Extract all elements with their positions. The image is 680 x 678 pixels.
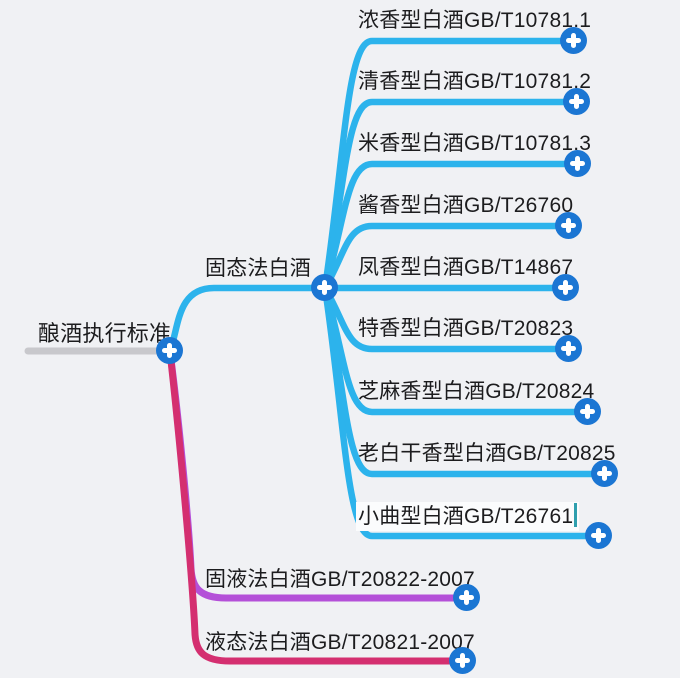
child-connector-9 [321, 284, 603, 540]
plus-icon [156, 337, 183, 364]
add-child-button-mixiang[interactable] [564, 150, 591, 177]
node-texiang[interactable]: 特香型白酒GB/T20823 [358, 317, 574, 340]
add-child-button-gutai[interactable] [311, 274, 338, 301]
add-child-button-root[interactable] [156, 337, 183, 364]
child-connector-3 [321, 160, 582, 292]
add-child-button-jiangxiang[interactable] [555, 212, 582, 239]
plus-icon [555, 335, 582, 362]
node-laobaigan[interactable]: 老白干香型白酒GB/T20825 [358, 442, 616, 465]
plus-icon [311, 274, 338, 301]
node-zhimaxiang[interactable]: 芝麻香型白酒GB/T20824 [358, 380, 595, 403]
plus-icon [563, 88, 590, 115]
node-qingxiang[interactable]: 清香型白酒GB/T10781.2 [358, 70, 592, 93]
plus-icon [574, 398, 601, 425]
plus-icon [585, 522, 612, 549]
node-root[interactable]: 酿酒执行标准 [38, 321, 172, 346]
plus-icon [453, 584, 480, 611]
plus-icon [449, 647, 476, 674]
branch-connector-gutai [166, 284, 329, 355]
node-xiaoqu[interactable]: 小曲型白酒GB/T26761 [356, 502, 580, 531]
text-cursor [574, 503, 578, 527]
node-nongxiang[interactable]: 浓香型白酒GB/T10781.1 [358, 9, 592, 32]
node-mixiang[interactable]: 米香型白酒GB/T10781.3 [358, 132, 592, 155]
add-child-button-guye[interactable] [453, 584, 480, 611]
add-child-button-texiang[interactable] [555, 335, 582, 362]
plus-icon [564, 150, 591, 177]
plus-icon [591, 460, 618, 487]
node-fengxiang[interactable]: 凤香型白酒GB/T14867 [358, 256, 574, 279]
add-child-button-yetai[interactable] [449, 647, 476, 674]
add-child-button-nongxiang[interactable] [560, 27, 587, 54]
plus-icon [555, 212, 582, 239]
add-child-button-zhimaxiang[interactable] [574, 398, 601, 425]
add-child-button-xiaoqu[interactable] [585, 522, 612, 549]
node-yetai-baijiu[interactable]: 液态法白酒GB/T20821-2007 [205, 631, 475, 654]
add-child-button-laobaigan[interactable] [591, 460, 618, 487]
node-xiaoqu-text: 小曲型白酒GB/T26761 [358, 505, 574, 528]
plus-icon [560, 27, 587, 54]
add-child-button-qingxiang[interactable] [563, 88, 590, 115]
node-guye-baijiu[interactable]: 固液法白酒GB/T20822-2007 [205, 568, 475, 591]
add-child-button-fengxiang[interactable] [552, 274, 579, 301]
node-gutai-baijiu[interactable]: 固态法白酒 [205, 257, 311, 280]
branch-connector-yetai [166, 348, 467, 665]
node-jiangxiang[interactable]: 酱香型白酒GB/T26760 [358, 194, 574, 217]
plus-icon [552, 274, 579, 301]
